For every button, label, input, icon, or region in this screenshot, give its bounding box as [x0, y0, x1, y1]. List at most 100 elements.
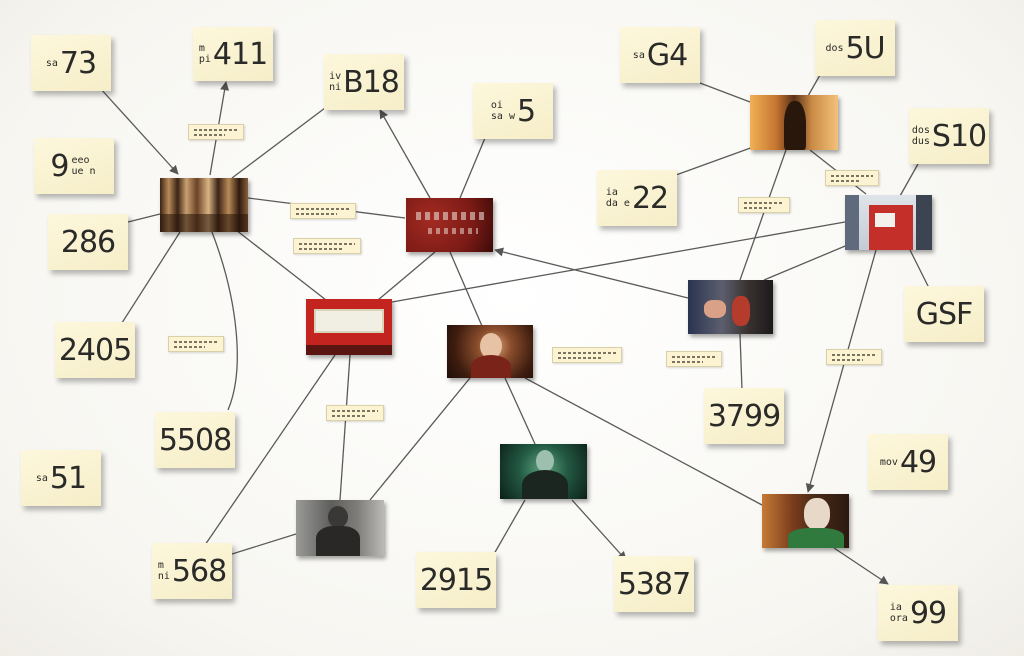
link-doorway-hands	[763, 243, 851, 281]
link-curtain-286	[127, 213, 161, 223]
note-number: 73	[59, 45, 97, 81]
note-51[interactable]: sa 51	[21, 450, 101, 506]
link-hands-3799	[739, 333, 743, 391]
note-prefix: da e	[605, 198, 630, 209]
note-73[interactable]: sa 73	[31, 35, 111, 91]
link-curtain-redframe	[235, 229, 327, 301]
note-number: 286	[60, 224, 116, 260]
link-redframe-568	[204, 354, 336, 546]
gray-figure-photo[interactable]	[296, 500, 384, 556]
link-green-5387	[571, 499, 627, 561]
note-286[interactable]: 286	[48, 214, 128, 270]
note-number: GSF	[915, 296, 974, 332]
note-g4[interactable]: sa G4	[620, 27, 700, 83]
note-prefix: oi	[490, 100, 503, 111]
link-fire-22	[675, 145, 757, 176]
note-2405[interactable]: 2405	[55, 322, 135, 378]
note-prefix: dus	[911, 136, 930, 147]
link-redframe-doorway	[391, 221, 846, 303]
note-number: 5387	[617, 566, 691, 602]
link-green-2915	[493, 499, 526, 555]
link-g4-fire	[699, 82, 751, 103]
link-s10-doorway	[899, 163, 919, 197]
note-prefix: ia	[605, 187, 618, 198]
link-hands-redwall	[494, 247, 689, 299]
note-5508[interactable]: 5508	[155, 412, 235, 468]
label-tag	[168, 336, 224, 352]
green-man-photo[interactable]	[500, 444, 587, 499]
note-prefix: m	[157, 560, 164, 571]
link-5u-fire	[807, 74, 821, 97]
link-oldwoman-green	[504, 377, 536, 445]
fire-figure-photo[interactable]	[750, 95, 838, 150]
label-tag	[666, 351, 722, 367]
link-redwall-5	[459, 137, 486, 199]
masked-man-photo[interactable]	[762, 494, 849, 548]
note-prefix: ni	[329, 82, 342, 93]
old-woman-photo[interactable]	[447, 325, 533, 378]
note-prefix: sa w	[490, 111, 515, 122]
note-number: 2405	[58, 332, 132, 368]
note-3799[interactable]: 3799	[704, 388, 784, 444]
link-redframe-gray	[339, 354, 351, 501]
label-tag	[326, 405, 384, 421]
link-doorway-masked	[805, 249, 877, 493]
note-prefix: sa	[45, 57, 58, 69]
note-prefix: dos	[825, 42, 844, 54]
note-5u[interactable]: dos 5U	[815, 20, 895, 76]
note-number: 3799	[707, 398, 781, 434]
note-number: 5U	[845, 30, 886, 66]
note-49[interactable]: mov 49	[868, 434, 948, 490]
note-prefix: sa	[632, 49, 645, 61]
note-prefix: ni	[157, 571, 170, 582]
note-prefix: dos	[911, 125, 930, 136]
link-oldwoman-gray	[369, 377, 471, 501]
note-number: 22	[631, 180, 669, 216]
note-number: B18	[343, 64, 400, 100]
note-number: 99	[909, 595, 947, 631]
red-frame-photo[interactable]	[306, 299, 392, 355]
link-oldwoman-masked	[524, 377, 763, 506]
note-prefix: eeo	[71, 155, 90, 166]
link-curtain-b18	[231, 107, 326, 179]
note-prefix: ia	[889, 602, 902, 613]
link-doorway-gsf	[909, 249, 931, 291]
note-number: 51	[49, 460, 87, 496]
red-wall-photo[interactable]	[406, 198, 493, 252]
label-tag	[826, 349, 882, 365]
note-2915[interactable]: 2915	[416, 552, 496, 608]
label-tag	[293, 238, 361, 254]
link-redwall-b18	[379, 109, 431, 199]
doorway-photo[interactable]	[845, 195, 932, 250]
note-number: 568	[171, 553, 227, 589]
note-prefix: ora	[889, 613, 908, 624]
hands-photo[interactable]	[688, 280, 773, 334]
link-curtain-5508	[211, 231, 238, 411]
note-number: 9	[50, 148, 69, 184]
label-tag	[738, 197, 790, 213]
note-prefix: sa	[35, 472, 48, 484]
note-prefix: mov	[879, 456, 898, 468]
note-gsf[interactable]: GSF	[904, 286, 984, 342]
label-tag	[290, 203, 356, 219]
note-number: G4	[646, 37, 688, 73]
note-number: 5508	[158, 422, 232, 458]
note-number: 5	[517, 93, 536, 129]
label-tag	[188, 124, 244, 140]
note-number: 2915	[419, 562, 493, 598]
note-number: 411	[212, 36, 268, 72]
note-5387[interactable]: 5387	[614, 556, 694, 612]
link-73-curtain	[99, 87, 179, 175]
note-prefix: pi	[198, 54, 211, 65]
curtain-room-photo[interactable]	[160, 178, 248, 232]
link-fire-hands	[739, 149, 787, 281]
